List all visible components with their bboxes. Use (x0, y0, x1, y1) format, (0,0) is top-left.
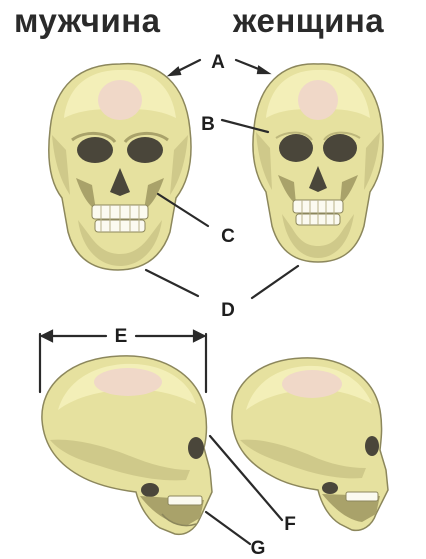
label-b: B (201, 114, 215, 135)
pointer-d-left (146, 270, 198, 296)
male-side-teeth (168, 496, 202, 505)
female-skull-front (253, 64, 383, 262)
female-left-eye-socket (279, 134, 313, 162)
label-f: F (284, 514, 296, 535)
male-skull-front (49, 64, 191, 270)
label-g: G (251, 538, 266, 559)
male-skull-side (42, 356, 212, 535)
label-e: E (115, 326, 128, 347)
label-d: D (221, 300, 235, 321)
male-right-eye-socket (127, 137, 163, 163)
label-c: C (221, 226, 235, 247)
pointer-g (206, 512, 250, 544)
label-a: A (211, 52, 225, 73)
female-side-eye-socket (365, 436, 379, 456)
male-left-eye-socket (77, 137, 113, 163)
female-side-teeth (346, 492, 378, 501)
male-side-eye-socket (188, 437, 204, 459)
female-skull-side (232, 358, 388, 531)
female-right-eye-socket (323, 134, 357, 162)
pointer-d-right (252, 266, 298, 298)
